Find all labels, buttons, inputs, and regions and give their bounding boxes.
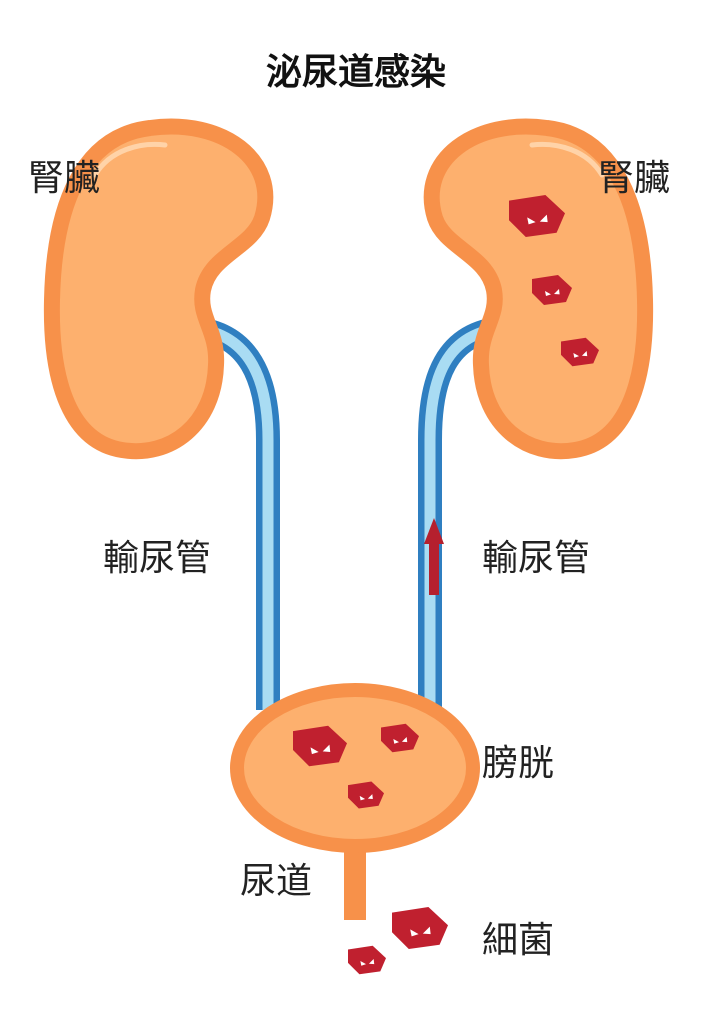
label-kidney-left: 腎臟	[28, 158, 100, 199]
bacteria-icon	[392, 907, 448, 949]
label-ureter-right: 輸尿管	[482, 538, 590, 579]
right-kidney	[432, 127, 645, 452]
label-ureter-left: 輸尿管	[103, 538, 211, 579]
diagram-title: 泌尿道感染	[266, 52, 446, 93]
left-kidney	[52, 127, 265, 452]
bacteria-icon	[348, 945, 386, 975]
infection-direction-arrow	[424, 518, 444, 595]
label-urethra: 尿道	[240, 861, 312, 902]
label-kidney-right: 腎臟	[598, 158, 670, 199]
label-bladder: 膀胱	[482, 743, 554, 784]
bladder	[230, 683, 480, 853]
label-bacteria: 細菌	[482, 920, 554, 961]
